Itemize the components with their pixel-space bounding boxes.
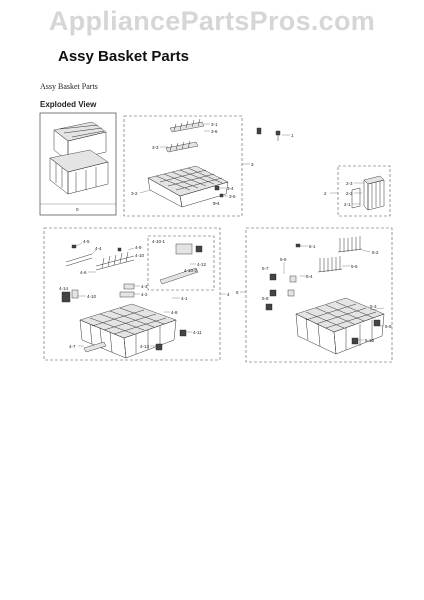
callout-4-8: 4-8 bbox=[171, 310, 178, 315]
callout-5-9: 5-9 bbox=[385, 324, 392, 329]
callout-4-4: 4-4 bbox=[95, 246, 102, 251]
callout-3-2: 3-2 bbox=[131, 191, 138, 196]
callout-5-1: 5-1 bbox=[309, 244, 316, 249]
callout-5-2: 5-2 bbox=[372, 250, 379, 255]
callout-4-10-1: 4-10-1 bbox=[152, 239, 166, 244]
callout-1: 1 bbox=[291, 133, 294, 138]
callout-5-8: 5-8 bbox=[262, 296, 269, 301]
part-1: 1 bbox=[256, 127, 294, 141]
callout-5: 5 bbox=[236, 290, 239, 295]
page-title: Assy Basket Parts bbox=[58, 48, 189, 65]
callout-4-14: 4-14 bbox=[59, 286, 69, 291]
callout-4-11: 4-11 bbox=[193, 330, 202, 335]
callout-4-9: 4-9 bbox=[135, 245, 142, 250]
panel-0-frame bbox=[39, 112, 117, 216]
callout-5-5: 5-5 bbox=[351, 264, 358, 269]
callout-4-10: 4-10 bbox=[135, 253, 145, 258]
callout-4-2: 4-2 bbox=[141, 292, 148, 297]
callout-4-3: 4-3 bbox=[141, 284, 148, 289]
callout-5-10: 5-10 bbox=[365, 338, 375, 343]
panel-cutlery-basket-2: 2-3 2-2 2-1 2 bbox=[324, 165, 391, 217]
callout-3: 3 bbox=[251, 162, 254, 167]
callout-4-5: 4-5 bbox=[83, 239, 90, 244]
callout-4-13: 4-13 bbox=[140, 344, 150, 349]
callout-3-4-b: 3-4 bbox=[213, 201, 220, 206]
callout-5-6: 5-6 bbox=[280, 257, 287, 262]
section-heading: Exploded View bbox=[40, 100, 97, 109]
panel-lower-rack-5: 5-1 5-2 5-5 5-4 5-6 5-3 5-9 5-10 5-7 5-8… bbox=[236, 227, 393, 363]
panel-2-frame bbox=[337, 165, 391, 217]
callout-4-10-2: 4-10-2 bbox=[184, 268, 198, 273]
panel-upper-rack-3: 3-1 3-6 3-3 3-2 3-4 3-5 3-4 3 bbox=[123, 115, 254, 217]
callout-2-2: 2-2 bbox=[346, 191, 353, 196]
callout-4-7: 4-7 bbox=[69, 344, 76, 349]
callout-4: 4 bbox=[227, 292, 230, 297]
callout-3-6: 3-6 bbox=[211, 129, 218, 134]
callout-2-1: 2-1 bbox=[344, 202, 351, 207]
callout-2-3: 2-3 bbox=[346, 181, 353, 186]
callout-5-3: 5-3 bbox=[370, 304, 377, 309]
callout-4-1: 4-1 bbox=[181, 296, 188, 301]
callout-0: 0 bbox=[76, 207, 79, 212]
callout-3-5: 3-5 bbox=[229, 194, 236, 199]
callout-3-1: 3-1 bbox=[211, 122, 218, 127]
callout-3-4-a: 3-4 bbox=[227, 186, 234, 191]
watermark: AppliancePartsPros.com bbox=[48, 6, 376, 36]
panel-3-frame bbox=[123, 115, 243, 217]
callout-4-10-b: 4-10 bbox=[87, 294, 97, 299]
panel-5-frame bbox=[245, 227, 393, 363]
callout-5-4: 5-4 bbox=[306, 274, 313, 279]
callout-2: 2 bbox=[324, 191, 327, 196]
panel-assembly-0: 0 bbox=[39, 112, 117, 216]
panel-rack-4: 4-5 4-4 4-9 4-10 4-6 4-3 4-2 4-14 4-10 4… bbox=[43, 227, 230, 361]
callout-4-12: 4-12 bbox=[197, 262, 207, 267]
subtitle: Assy Basket Parts bbox=[40, 82, 98, 91]
panel-4-10-inset bbox=[147, 235, 215, 291]
callout-4-6: 4-6 bbox=[80, 270, 87, 275]
callout-5-7: 5-7 bbox=[262, 266, 269, 271]
callout-3-3: 3-3 bbox=[152, 145, 159, 150]
